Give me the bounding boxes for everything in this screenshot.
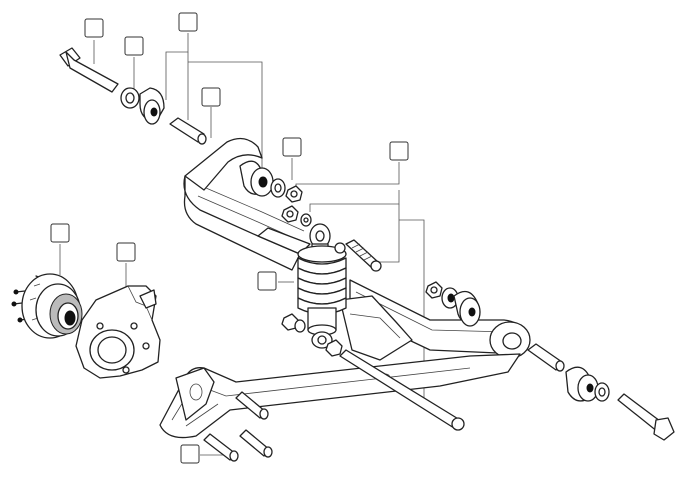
nut-mid xyxy=(281,205,299,223)
pivot-bolt-right xyxy=(617,393,675,441)
right-bushing xyxy=(565,366,610,402)
callout-box-9 xyxy=(257,271,277,291)
bolt-small-1 xyxy=(235,391,269,420)
nut-lower xyxy=(281,313,343,357)
callout-box-6 xyxy=(389,141,409,161)
washer-mid xyxy=(300,213,312,227)
nut-upper xyxy=(285,185,303,203)
bolt-small-2 xyxy=(203,433,239,462)
bushing-pivot xyxy=(239,160,286,198)
right-bushing-stack xyxy=(425,281,481,327)
callout-box-3 xyxy=(178,12,198,32)
callout-box-5 xyxy=(282,137,302,157)
callout-box-4 xyxy=(201,87,221,107)
callout-box-2 xyxy=(124,36,144,56)
wheel-hub xyxy=(11,273,83,339)
pivot-bolt-left xyxy=(59,47,119,93)
long-bolt-lower xyxy=(339,349,465,431)
shock-bolt xyxy=(345,239,382,272)
swingarm-frame xyxy=(159,137,531,439)
callout-box-1 xyxy=(84,18,104,38)
bushing-left xyxy=(120,87,165,125)
callout-box-10 xyxy=(180,444,200,464)
callout-box-8 xyxy=(116,242,136,262)
bolt-small-3 xyxy=(239,429,273,458)
brake-caliper-bracket xyxy=(75,285,161,379)
shock-absorber xyxy=(297,223,347,349)
right-spacer xyxy=(527,343,565,372)
callout-box-7 xyxy=(50,223,70,243)
spacer-sleeve xyxy=(169,117,207,145)
